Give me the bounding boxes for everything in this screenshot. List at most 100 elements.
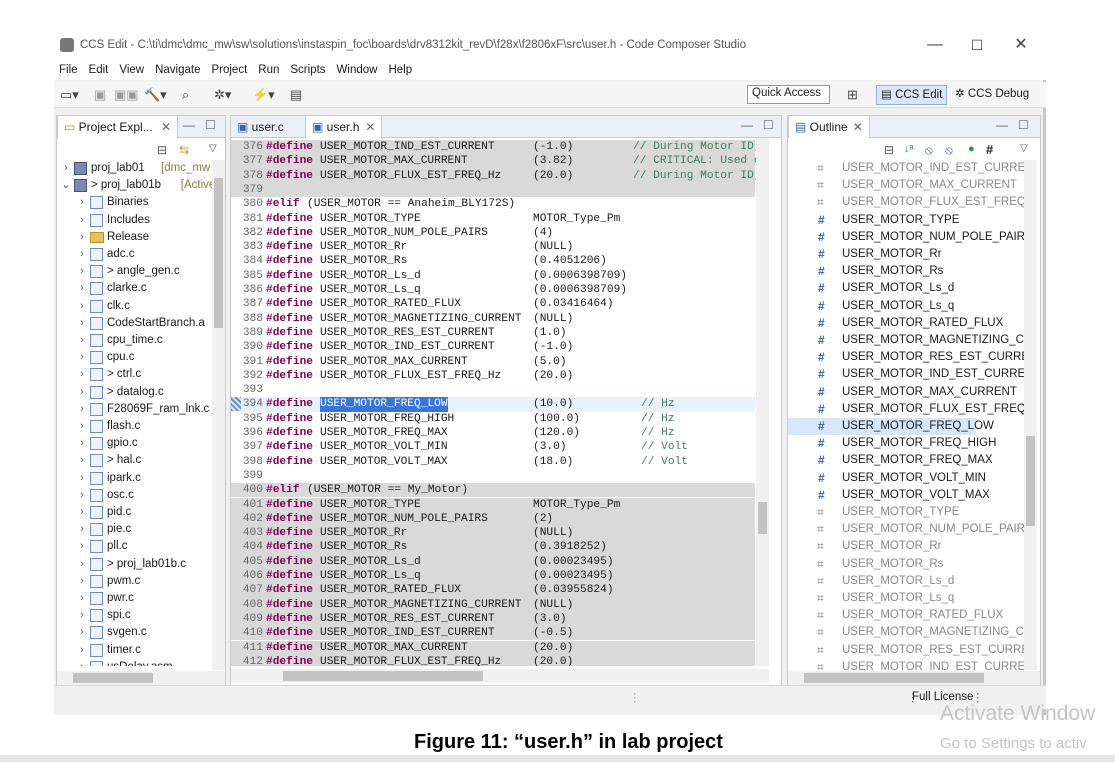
- quick-access-input[interactable]: Quick Access: [747, 85, 830, 104]
- collapsed-arrow-icon[interactable]: ›: [80, 230, 84, 243]
- outline-item[interactable]: #USER_MOTOR_RATED_FLUX: [788, 315, 1024, 332]
- collapse-all-outline-icon[interactable]: ⊟: [884, 143, 895, 157]
- view-menu-icon[interactable]: ▽: [209, 143, 217, 154]
- minimize-button[interactable]: —: [927, 36, 943, 53]
- search-icon[interactable]: ⌕: [182, 87, 190, 102]
- outline-item[interactable]: ⌗USER_MOTOR_Rr: [788, 538, 1024, 555]
- collapsed-arrow-icon[interactable]: ›: [80, 574, 84, 587]
- collapsed-arrow-icon[interactable]: ›: [80, 506, 84, 518]
- menu-project[interactable]: Project: [211, 64, 248, 76]
- close-tab-icon[interactable]: ✕: [852, 120, 863, 134]
- hide-nonpublic-icon[interactable]: ●: [968, 143, 975, 155]
- code-line[interactable]: 400#elif(USER_MOTOR == My_Motor): [231, 483, 755, 498]
- expanded-arrow-icon[interactable]: ⌄: [61, 179, 71, 192]
- outline-item[interactable]: ⌗USER_MOTOR_RES_EST_CURRENT: [788, 642, 1024, 659]
- outline-item[interactable]: ⌗USER_MOTOR_IND_EST_CURRENT: [788, 160, 1024, 177]
- collapsed-arrow-icon[interactable]: ›: [80, 402, 84, 415]
- outline-item[interactable]: ⌗USER_MOTOR_Ls_d: [788, 573, 1024, 590]
- outline-item[interactable]: #USER_MOTOR_FREQ_MAX: [788, 452, 1024, 469]
- collapsed-arrow-icon[interactable]: ›: [80, 523, 84, 536]
- close-button[interactable]: ✕: [1014, 36, 1028, 53]
- outline-item[interactable]: ⌗USER_MOTOR_MAGNETIZING_CURF: [788, 624, 1024, 641]
- collapsed-arrow-icon[interactable]: ›: [80, 540, 84, 553]
- close-tab-icon[interactable]: ✕: [161, 120, 172, 134]
- collapsed-arrow-icon[interactable]: ›: [77, 659, 87, 666]
- tab-user-h[interactable]: ▣ user.h✕: [305, 116, 383, 138]
- collapsed-arrow-icon[interactable]: ›: [80, 265, 84, 278]
- outline-item[interactable]: #USER_MOTOR_FREQ_LOW: [788, 418, 994, 436]
- outline-item[interactable]: #USER_MOTOR_VOLT_MAX: [788, 487, 1024, 504]
- collapsed-arrow-icon[interactable]: ›: [80, 420, 84, 432]
- collapsed-arrow-icon[interactable]: ›: [80, 454, 84, 467]
- collapsed-arrow-icon[interactable]: ›: [80, 368, 84, 381]
- collapsed-arrow-icon[interactable]: ›: [80, 385, 84, 398]
- save-all-icon[interactable]: ▣▣: [114, 87, 139, 102]
- hide-macros-icon[interactable]: #: [986, 142, 994, 157]
- outline-item[interactable]: #USER_MOTOR_RES_EST_CURRENT: [788, 349, 1024, 366]
- outline-item[interactable]: #USER_MOTOR_TYPE: [788, 212, 1024, 229]
- collapsed-arrow-icon[interactable]: ›: [80, 334, 84, 346]
- outline-view-menu-icon[interactable]: ▽: [1020, 143, 1028, 154]
- outline-item[interactable]: #USER_MOTOR_NUM_POLE_PAIRS: [788, 229, 1024, 246]
- project-tree-hscrollbar[interactable]: [57, 671, 225, 685]
- outline-item[interactable]: #USER_MOTOR_Rs: [788, 263, 1024, 280]
- collapsed-arrow-icon[interactable]: ›: [64, 162, 68, 174]
- collapsed-arrow-icon[interactable]: ›: [80, 626, 84, 639]
- maximize-button[interactable]: ☐: [970, 37, 984, 53]
- minimize-outline-icon[interactable]: —: [996, 118, 1008, 132]
- perspective-ccs-edit[interactable]: ▤ CCS Edit: [876, 85, 948, 105]
- sort-icon[interactable]: ↓ᵃ: [904, 143, 914, 155]
- menu-view[interactable]: View: [119, 64, 145, 76]
- menu-edit[interactable]: Edit: [88, 64, 109, 76]
- outline-item[interactable]: #USER_MOTOR_Rr: [788, 246, 1024, 263]
- outline-item[interactable]: ⌗USER_MOTOR_IND_EST_CURRENT: [788, 659, 1024, 670]
- outline-item[interactable]: ⌗USER_MOTOR_MAX_CURRENT: [788, 177, 1024, 194]
- outline-item[interactable]: ⌗USER_MOTOR_Rs: [788, 556, 1024, 573]
- collapsed-arrow-icon[interactable]: ›: [80, 592, 84, 604]
- close-tab-icon[interactable]: ✕: [365, 120, 376, 134]
- outline-item[interactable]: ⌗USER_MOTOR_RATED_FLUX: [788, 607, 1024, 624]
- debug-icon[interactable]: ✲▾: [214, 87, 232, 102]
- maximize-editor-icon[interactable]: ☐: [763, 118, 774, 132]
- outline-vscroll-thumb[interactable]: [1026, 436, 1035, 526]
- collapsed-arrow-icon[interactable]: ›: [80, 213, 84, 226]
- outline-vscrollbar[interactable]: [1024, 160, 1037, 670]
- code-line[interactable]: 379: [231, 182, 755, 198]
- collapsed-arrow-icon[interactable]: ›: [80, 609, 84, 622]
- collapsed-arrow-icon[interactable]: ›: [80, 196, 84, 209]
- menu-file[interactable]: File: [59, 64, 78, 76]
- outline-item[interactable]: #USER_MOTOR_VOLT_MIN: [788, 470, 1024, 487]
- collapsed-arrow-icon[interactable]: ›: [80, 471, 84, 484]
- save-icon[interactable]: ▣: [94, 87, 107, 102]
- build-icon[interactable]: 🔨▾: [144, 87, 167, 102]
- collapsed-arrow-icon[interactable]: ›: [80, 351, 84, 364]
- collapse-all-icon[interactable]: ⊟: [157, 143, 168, 157]
- tab-project-explorer[interactable]: ▭ Project Expl... ✕: [57, 116, 179, 138]
- minimize-editor-icon[interactable]: —: [741, 118, 753, 132]
- outline-item[interactable]: #USER_MOTOR_IND_EST_CURRENT: [788, 366, 1024, 383]
- collapsed-arrow-icon[interactable]: ›: [80, 488, 84, 501]
- project-tree-vscroll-thumb[interactable]: [214, 178, 223, 328]
- hide-static-icon[interactable]: ⦸: [945, 143, 953, 157]
- view-icon[interactable]: ▤: [290, 87, 303, 102]
